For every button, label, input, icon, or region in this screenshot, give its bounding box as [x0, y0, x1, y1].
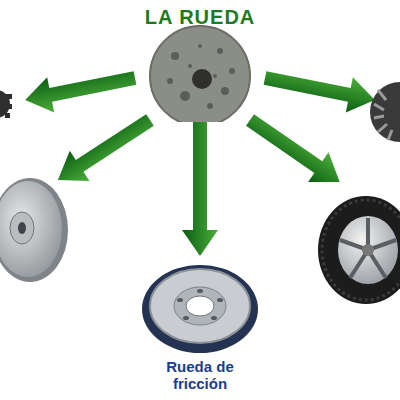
- title-heading: LA RUEDA: [140, 6, 260, 29]
- tire: [318, 196, 400, 304]
- green-arrow: [182, 122, 218, 256]
- wheel-caption: Rueda de fricción: [150, 358, 250, 392]
- friction-wheel: Rueda de fricción: [135, 256, 265, 394]
- gear: [0, 90, 12, 118]
- pulley-disc: [0, 178, 68, 282]
- stone-wheel: LA RUEDA: [140, 6, 260, 122]
- turbine-wheel: [370, 82, 400, 142]
